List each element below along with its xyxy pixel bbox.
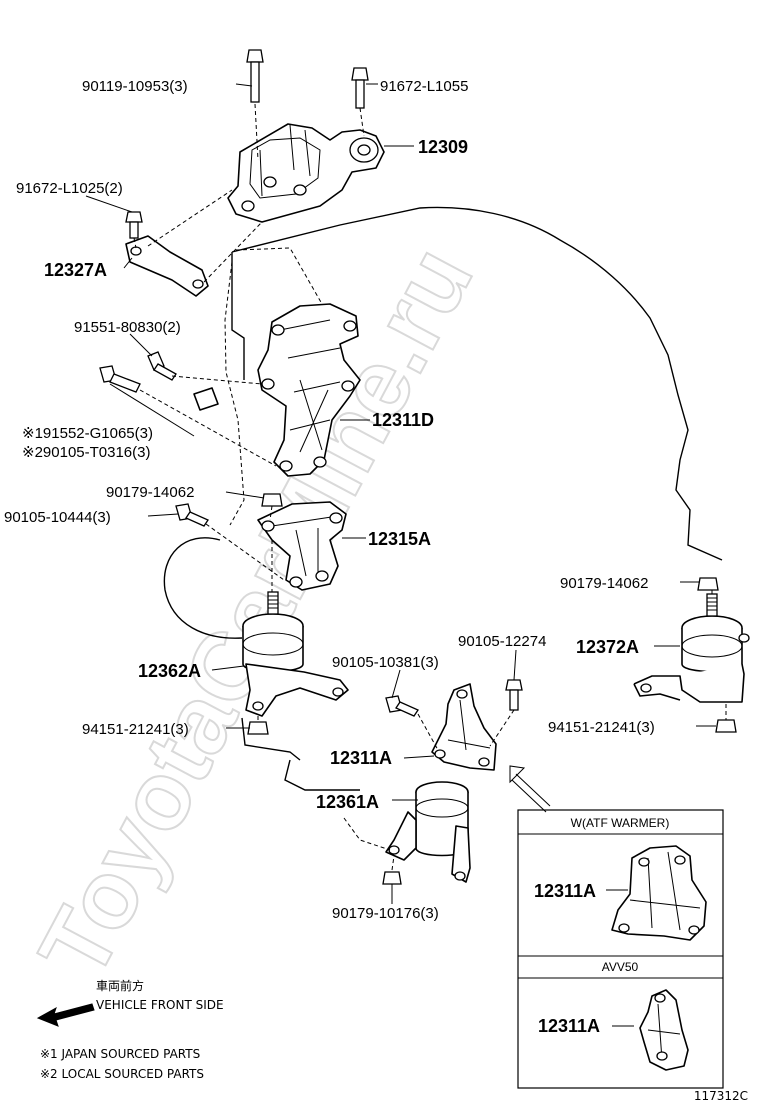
- direction-label-jp: 車両前方: [96, 978, 144, 993]
- label-90179-10176: 90179-10176(3): [332, 905, 439, 922]
- label-91551-80830: 91551-80830(2): [74, 319, 181, 336]
- label-12362A: 12362A: [138, 661, 201, 681]
- label-90105-T0316: ※290105-T0316(3): [22, 444, 150, 461]
- part-12362A-mount[interactable]: [242, 591, 349, 717]
- watermark: ToyotaCarMine.ru: [19, 230, 493, 995]
- note-japan-sourced: ※1 JAPAN SOURCED PARTS: [40, 1047, 200, 1061]
- label-12327A: 12327A: [44, 260, 107, 280]
- part-12309-mount-bracket[interactable]: [227, 123, 385, 223]
- label-12311D: 12311D: [372, 410, 434, 430]
- assembly-lines: [133, 103, 727, 871]
- diagram-code: 117312C: [694, 1089, 748, 1103]
- label-91672-L1055: 91672-L1055: [380, 78, 468, 95]
- label-12361A: 12361A: [316, 792, 379, 812]
- part-12372A-mount[interactable]: [633, 593, 750, 703]
- vehicle-front-direction: 車両前方 VEHICLE FRONT SIDE: [36, 978, 224, 1027]
- inset-atf-bracket-drawing: [611, 845, 707, 941]
- inset-title-avv50: AVV50: [602, 960, 639, 974]
- label-90105-10444: 90105-10444(3): [4, 509, 111, 526]
- label-94151-21241-a: 94151-21241(3): [82, 721, 189, 738]
- label-90179-14062-a: 90179-14062: [106, 484, 194, 501]
- source-notes: ※1 JAPAN SOURCED PARTS ※2 LOCAL SOURCED …: [40, 1047, 204, 1081]
- label-90105-10381: 90105-10381(3): [332, 654, 439, 671]
- label-90105-12274: 90105-12274: [458, 633, 546, 650]
- label-91552-G1065: ※191552-G1065(3): [22, 425, 153, 442]
- label-91672-L1025: 91672-L1025(2): [16, 180, 123, 197]
- part-12327A-stay[interactable]: [125, 235, 209, 297]
- part-12311D-bracket[interactable]: [193, 303, 361, 477]
- part-12361A-mount[interactable]: [385, 781, 471, 883]
- part-12315A-bracket[interactable]: [257, 501, 347, 591]
- label-12372A: 12372A: [576, 637, 639, 657]
- label-12309: 12309: [418, 137, 468, 157]
- label-90179-14062-b: 90179-14062: [560, 575, 648, 592]
- inset-label-avv-12311A: 12311A: [538, 1016, 600, 1036]
- note-local-sourced: ※2 LOCAL SOURCED PARTS: [40, 1067, 204, 1081]
- inset-title-atf-warmer: W(ATF WARMER): [571, 816, 670, 830]
- front-arrow-icon: [36, 1003, 95, 1027]
- engine-outline: [163, 206, 723, 791]
- label-90119-10953: 90119-10953(3): [82, 78, 188, 95]
- label-12315A: 12315A: [368, 529, 431, 549]
- label-12311A: 12311A: [330, 748, 392, 768]
- label-94151-21241-b: 94151-21241(3): [548, 719, 655, 736]
- fasteners: [99, 49, 737, 885]
- inset-label-atf-12311A: 12311A: [534, 881, 596, 901]
- part-labels: 90119-10953(3) 91672-L1055 12309 91672-L…: [4, 78, 655, 922]
- direction-label-en: VEHICLE FRONT SIDE: [96, 998, 224, 1012]
- inset-panel: W(ATF WARMER) AVV50 12311A 12311A: [517, 809, 724, 1089]
- leader-lines: [85, 83, 716, 904]
- inset-pointer-arrow: [509, 765, 551, 813]
- part-12311A-bracket[interactable]: [431, 683, 497, 771]
- inset-avv50-bracket-drawing: [639, 989, 689, 1071]
